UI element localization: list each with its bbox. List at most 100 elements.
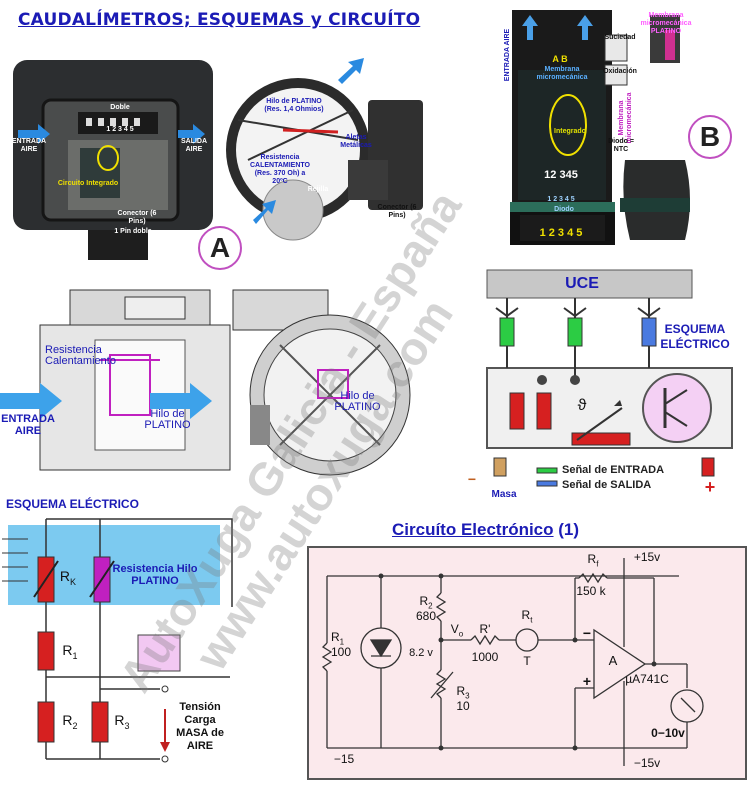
r1-circuit-letter: R [331, 630, 340, 644]
membrana-platino-label: Membrana micromecánica PLATINO [640, 12, 692, 35]
r2-subscript: 2 [72, 720, 78, 731]
plus-terminal: + [704, 477, 716, 497]
theta-label: ϑ [577, 397, 587, 414]
esquema-electrico-bottom: ESQUEMA ELÉCTRICO RK Resistencia Hilo PL… [0, 497, 250, 792]
rprime-value: 1000 [471, 650, 499, 664]
r2-circuit-sub: 2 [428, 601, 433, 611]
rejilla-label: Rejilla [307, 186, 329, 193]
diodo-ntc-label: Diodo = NTC [608, 138, 634, 153]
opamp-minus: − [582, 625, 592, 641]
panel-b: ENTRADA AIRE A B Membrana micromecánica … [500, 10, 745, 265]
esquema-electrico-label: ESQUEMA ELÉCTRICO [660, 322, 730, 351]
resistencia-calentamiento-mid: Resistencia Calentamiento [45, 344, 116, 367]
zener-label: 8.2 v [409, 647, 433, 659]
rk-subscript: K [70, 576, 77, 587]
t-label: T [523, 654, 531, 668]
uce-schematic [486, 269, 733, 487]
rf-sub: f [596, 559, 599, 569]
r3-letter: R [114, 712, 125, 728]
r1-letter: R [62, 642, 73, 658]
oxidacion-label: Oxidación [603, 68, 637, 75]
r3-label: R3 [110, 712, 134, 731]
r2-circuit-letter: R [419, 594, 429, 608]
masa-label: Masa [491, 489, 517, 500]
badge-a: A [198, 226, 242, 270]
hilo-platino-mid-left: Hilo de PLATINO [144, 408, 191, 431]
entrada-aire-mid: ENTRADA AIRE [1, 413, 55, 437]
salida-aire-label: SALIDA AIRE [180, 138, 208, 153]
rt-label: Rt [515, 608, 539, 625]
page-title: CAUDALÍMETROS; ESQUEMAS y CIRCUÍTO [18, 10, 421, 30]
r1-circuit-label: R1 100 [331, 630, 361, 660]
panel-a: ENTRADA AIRE SALIDA AIRE Doble 1 2 3 4 5… [8, 40, 478, 270]
senal-salida-label: Señal de SALIDA [562, 479, 652, 491]
meter-label: 0−10v [651, 726, 685, 740]
entrada-aire-label: ENTRADA AIRE [11, 138, 47, 153]
r2-letter: R [62, 712, 73, 728]
r2-circuit-label: R2 680 [413, 594, 439, 624]
esquema-electrico-title: ESQUEMA ELÉCTRICO [6, 497, 139, 511]
uce-diagram: UCE ESQUEMA ELÉCTRICO ϑ Masa − + Señal d… [468, 268, 744, 508]
tension-carga-label: Tensión Carga MASA de AIRE [176, 701, 224, 752]
circuit-title: Circuíto Electrónico (1) [392, 520, 579, 540]
rf-label: Rf [581, 552, 605, 569]
opamp-plus: + [582, 673, 592, 689]
r2-circuit-value: 680 [415, 609, 437, 624]
circuit-schematic [321, 558, 704, 766]
r2-label: R2 [58, 712, 82, 731]
hilo-platino-mid-right: Hilo de PLATINO [334, 390, 381, 413]
badge-b: B [688, 115, 732, 159]
integrado-b-label: Integrado [554, 128, 586, 135]
pins-top-label: 12 345 [544, 169, 578, 181]
vo-sub: o [458, 629, 464, 639]
r1-circuit-value: 100 [331, 645, 352, 660]
r1-circuit-sub: 1 [339, 637, 345, 647]
circuit-title-text: Circuíto Electrónico [392, 520, 554, 539]
r1-label: R1 [58, 642, 82, 661]
vo-label: Vo [445, 622, 469, 639]
opamp-label: A [608, 653, 618, 668]
esquema-electrico-circuit [2, 518, 233, 763]
ab-label: A B [552, 54, 568, 64]
minus15b-label: −15v [633, 756, 661, 770]
circuit-title-number: (1) [558, 520, 580, 539]
r3-circuit-value: 10 [456, 699, 470, 714]
hilo-platino-label: Hilo de PLATINO (Res. 1,4 Ohmios) [264, 98, 324, 113]
rt-letter: R [521, 608, 531, 622]
r1-subscript: 1 [72, 650, 78, 661]
mid-left-illustration [0, 289, 411, 476]
plus15-label: +15v [633, 550, 661, 564]
rk-label: RK [56, 568, 80, 587]
panel-b-illustration [510, 10, 690, 245]
senal-entrada-label: Señal de ENTRADA [562, 464, 665, 476]
resistencia-calentamiento-label: Resistencia CALENTAMIENTO (Res. 370 Oh) … [249, 154, 311, 185]
circuito-integrado-label: Circuito Integrado [57, 180, 119, 187]
pins-small-label: 1 2 3 4 5 [547, 196, 575, 203]
r3-circuit-letter: R [456, 684, 466, 698]
doble-label: Doble [110, 104, 130, 111]
rprime-label: R' [467, 622, 503, 636]
diodo-label: Diodo [554, 206, 574, 213]
minus-terminal: − [467, 471, 477, 487]
pin-doble-label: 1 Pin doble [114, 228, 152, 235]
rk-letter: R [59, 568, 71, 584]
pins-label: 1 2 3 4 5 [106, 126, 134, 133]
rf-letter: R [587, 552, 597, 566]
circuit-panel: R1 100 8.2 v R2 680 Vo R' 1000 Rt T R3 1… [307, 546, 747, 780]
aletas-label: Aletas Metálicas [340, 134, 372, 149]
r3-subscript: 3 [124, 720, 130, 731]
panel-a-illustration [13, 58, 423, 260]
chip-label: µA741C [625, 672, 669, 686]
mid-left-diagram: Resistencia Calentamiento ENTRADA AIRE H… [0, 285, 470, 480]
conector-label: Conector (6 Pins) [117, 210, 157, 225]
r3-circuit-sub: 3 [465, 691, 470, 701]
entrada-aire-vertical: ENTRADA AIRE [504, 28, 511, 82]
rprime-letter: R' [479, 622, 491, 636]
vo-letter: V [450, 622, 459, 636]
r3-circuit-label: R3 10 [449, 684, 477, 714]
rf-value: 150 k [576, 584, 606, 598]
conector2-label: Conector (6 Pins) [377, 204, 417, 219]
resistencia-hilo-platino-label: Resistencia Hilo PLATINO [112, 563, 198, 587]
rt-sub: t [530, 615, 533, 625]
uce-label: UCE [565, 275, 599, 292]
